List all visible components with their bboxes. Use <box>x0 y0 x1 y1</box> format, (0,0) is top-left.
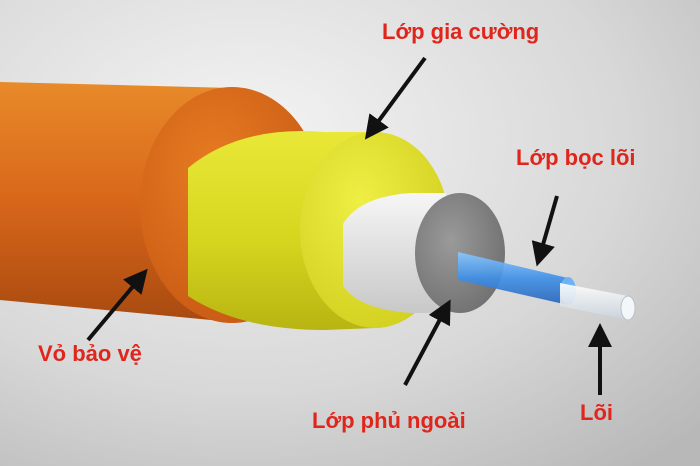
arrow-coating <box>403 299 451 386</box>
label-core: Lõi <box>580 400 613 425</box>
core-layer <box>560 283 636 321</box>
arrow-jacket <box>86 268 148 342</box>
label-cladding: Lớp bọc lõi <box>516 145 636 170</box>
label-coating: Lớp phủ ngoài <box>312 408 466 433</box>
label-reinforcement: Lớp gia cường <box>382 19 540 44</box>
arrow-reinforcement <box>364 56 427 140</box>
label-jacket: Vỏ bảo vệ <box>38 341 142 366</box>
arrow-cladding <box>531 195 559 267</box>
coating-layer <box>343 193 505 313</box>
